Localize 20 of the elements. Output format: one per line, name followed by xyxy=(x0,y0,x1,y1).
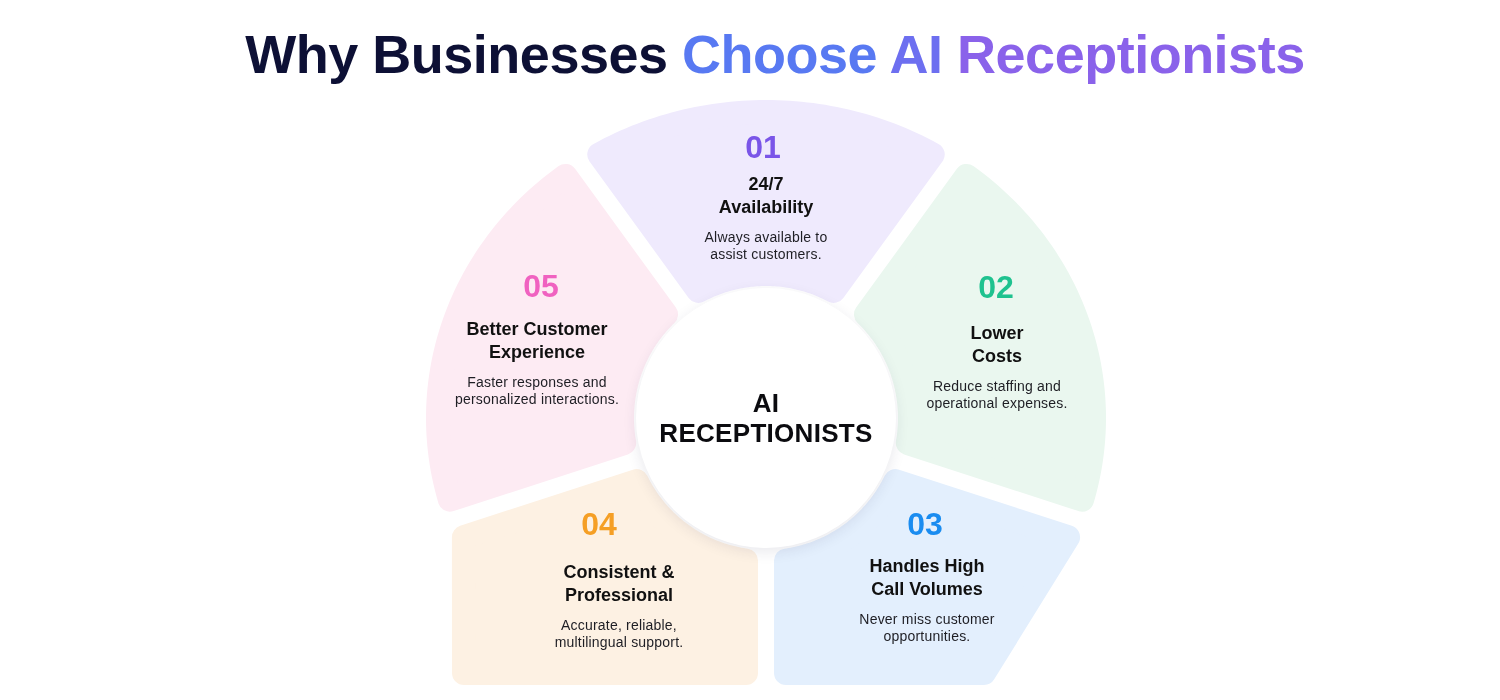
segment-heading: Handles High Call Volumes xyxy=(868,555,986,600)
segment-description: Always available to assist customers. xyxy=(703,229,829,263)
step-number: 05 xyxy=(523,269,559,303)
diagram-title: Why Businesses Choose AI Receptionists xyxy=(245,23,1305,86)
hub-label: AI RECEPTIONISTS xyxy=(658,388,874,448)
wheel-segment xyxy=(451,469,758,685)
segment-heading: 24/7 Availability xyxy=(717,173,815,218)
step-number: 04 xyxy=(581,507,617,541)
segment-heading: Lower Costs xyxy=(969,322,1025,367)
segment-description: Never miss customer opportunities. xyxy=(858,611,996,645)
segment-heading: Consistent & Professional xyxy=(562,561,676,606)
segment-description: Faster responses and personalized interactions. xyxy=(454,374,620,408)
wheel-segment xyxy=(587,100,945,303)
step-number: 01 xyxy=(745,130,781,164)
segment-description: Reduce staffing and operational expenses. xyxy=(925,378,1069,412)
step-number: 02 xyxy=(978,270,1014,304)
step-number: 03 xyxy=(907,507,943,541)
segment-heading: Better Customer Experience xyxy=(465,318,609,363)
wheel-segment xyxy=(774,469,1081,685)
segment-description: Accurate, reliable, multilingual support. xyxy=(553,617,685,651)
